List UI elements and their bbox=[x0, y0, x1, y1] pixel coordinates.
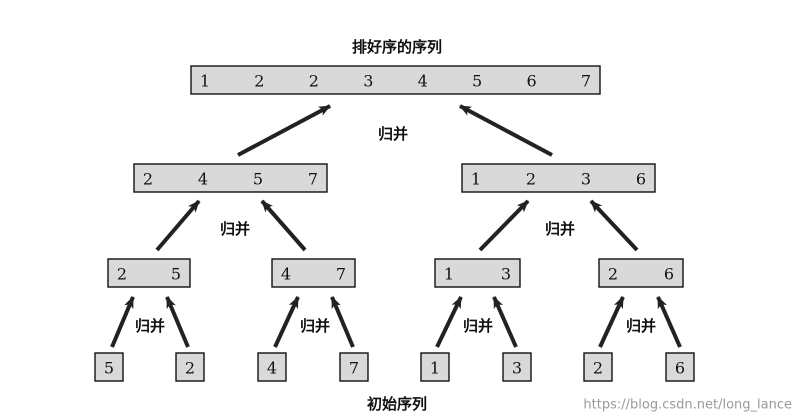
merge-arrow-7 bbox=[598, 296, 625, 348]
merge-arrow-3 bbox=[273, 296, 300, 348]
sequence-number: 5 bbox=[171, 265, 181, 284]
sequence-number: 3 bbox=[501, 265, 511, 284]
merge-arrow-8 bbox=[656, 296, 682, 348]
pair-box-rect bbox=[271, 258, 356, 288]
sorted-sequence-title: 排好序的序列 bbox=[352, 38, 442, 56]
merge-arrow-1 bbox=[110, 296, 135, 348]
initial-box-7: 2 bbox=[583, 352, 613, 382]
sequence-number: 3 bbox=[363, 72, 373, 91]
sequence-number: 2 bbox=[309, 72, 319, 91]
initial-box-1: 5 bbox=[94, 352, 124, 382]
sorted-box-1: 1 2 2 3 4 5 6 7 bbox=[190, 65, 601, 95]
sequence-number: 6 bbox=[675, 359, 685, 378]
sequence-number: 7 bbox=[581, 72, 591, 91]
merge-label-right: 归并 bbox=[545, 220, 575, 238]
merge-arrow-5 bbox=[435, 296, 463, 348]
initial-box-3: 4 bbox=[257, 352, 287, 382]
initial-box-rect bbox=[420, 352, 450, 382]
merge-arrow-6 bbox=[492, 296, 518, 348]
quad-box-rect bbox=[461, 163, 656, 193]
sequence-number: 3 bbox=[581, 170, 591, 189]
watermark: https://blog.csdn.net/long_lance bbox=[583, 398, 792, 413]
sequence-number: 2 bbox=[593, 359, 603, 378]
sequence-number: 4 bbox=[418, 72, 428, 91]
merge-arrow-10 bbox=[260, 199, 307, 252]
sequence-number: 2 bbox=[526, 170, 536, 189]
sequence-number: 5 bbox=[472, 72, 482, 91]
sequence-number: 1 bbox=[200, 72, 210, 91]
quad-box-rect bbox=[133, 163, 328, 193]
initial-box-rect bbox=[257, 352, 287, 382]
initial-box-rect bbox=[339, 352, 369, 382]
sequence-number: 2 bbox=[608, 265, 618, 284]
merge-label-pair-1: 归并 bbox=[135, 317, 165, 335]
sequence-number: 1 bbox=[471, 170, 481, 189]
merge-label-top: 归并 bbox=[378, 125, 408, 143]
merge-arrow-2 bbox=[165, 296, 190, 348]
pair-box-rect bbox=[434, 258, 521, 288]
merge-arrow-13 bbox=[237, 104, 331, 157]
sequence-number: 6 bbox=[527, 72, 537, 91]
merge-arrow-9 bbox=[155, 199, 201, 252]
sequence-number: 7 bbox=[336, 265, 346, 284]
sequence-number: 1 bbox=[444, 265, 454, 284]
sequence-number: 2 bbox=[185, 359, 195, 378]
sequence-number: 2 bbox=[117, 265, 127, 284]
sequence-number: 6 bbox=[636, 170, 646, 189]
merge-label-pair-2: 归并 bbox=[300, 317, 330, 335]
sequence-number: 1 bbox=[430, 359, 440, 378]
labels-layer: 排好序的序列 初始序列 归并 归并 归并 归并 归并 归并 归并 https:/… bbox=[135, 38, 792, 413]
initial-box-rect bbox=[502, 352, 532, 382]
initial-box-rect bbox=[94, 352, 124, 382]
merge-arrow-4 bbox=[330, 296, 355, 348]
sequence-number: 7 bbox=[349, 359, 359, 378]
merge-arrow-14 bbox=[459, 104, 553, 157]
sequence-number: 6 bbox=[664, 265, 674, 284]
merge-label-left: 归并 bbox=[220, 220, 250, 238]
initial-box-6: 3 bbox=[502, 352, 532, 382]
arrows-layer bbox=[110, 104, 682, 348]
sequence-number: 5 bbox=[253, 170, 263, 189]
pair-box-rect bbox=[107, 258, 191, 288]
sequence-number: 2 bbox=[143, 170, 153, 189]
quad-box-1: 2 4 5 7 bbox=[133, 163, 328, 193]
sequence-number: 4 bbox=[281, 265, 291, 284]
merge-label-pair-4: 归并 bbox=[626, 317, 656, 335]
pair-box-rect bbox=[598, 258, 684, 288]
sequence-number: 2 bbox=[254, 72, 264, 91]
sequence-number: 4 bbox=[198, 170, 208, 189]
initial-box-rect bbox=[665, 352, 695, 382]
initial-box-5: 1 bbox=[420, 352, 450, 382]
initial-box-rect bbox=[583, 352, 613, 382]
sequence-number: 7 bbox=[308, 170, 318, 189]
initial-sequence-title: 初始序列 bbox=[367, 395, 427, 413]
initial-box-4: 7 bbox=[339, 352, 369, 382]
initial-box-2: 2 bbox=[175, 352, 205, 382]
sequence-number: 5 bbox=[104, 359, 114, 378]
quad-box-2: 1 2 3 6 bbox=[461, 163, 656, 193]
merge-arrow-11 bbox=[478, 199, 530, 252]
merge-label-pair-3: 归并 bbox=[463, 317, 493, 335]
merge-arrow-12 bbox=[589, 199, 639, 252]
sequence-number: 3 bbox=[512, 359, 522, 378]
sequence-number: 4 bbox=[267, 359, 277, 378]
sorted-box-rect bbox=[190, 65, 601, 95]
initial-box-8: 6 bbox=[665, 352, 695, 382]
initial-box-rect bbox=[175, 352, 205, 382]
